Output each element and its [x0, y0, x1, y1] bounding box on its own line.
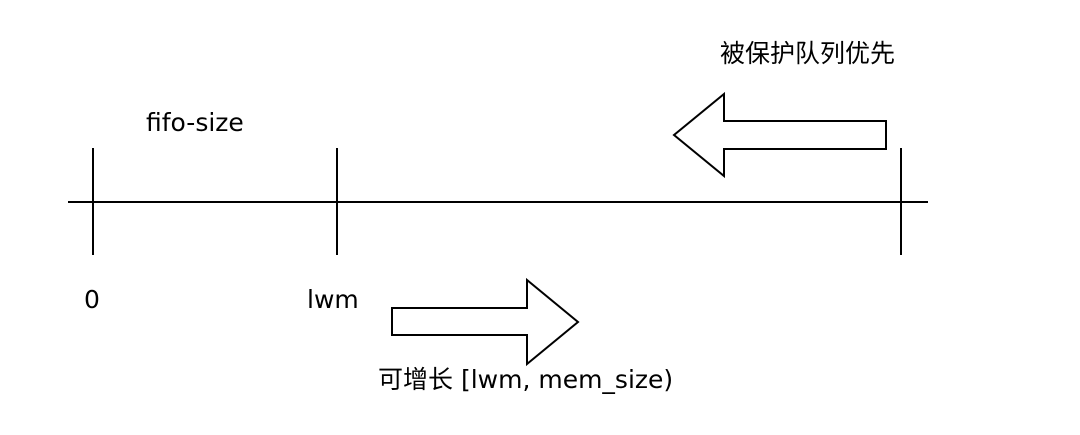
fifo-size-label: fifo-size	[146, 108, 244, 137]
growable-range-label: 可增长 [lwm, mem_size)	[378, 365, 674, 394]
lwm-tick-label: lwm	[307, 285, 359, 314]
left-arrow	[672, 91, 887, 179]
right-arrow	[391, 277, 580, 367]
zero-tick-label: 0	[84, 285, 100, 314]
protected-queue-priority-label: 被保护队列优先	[720, 39, 896, 68]
